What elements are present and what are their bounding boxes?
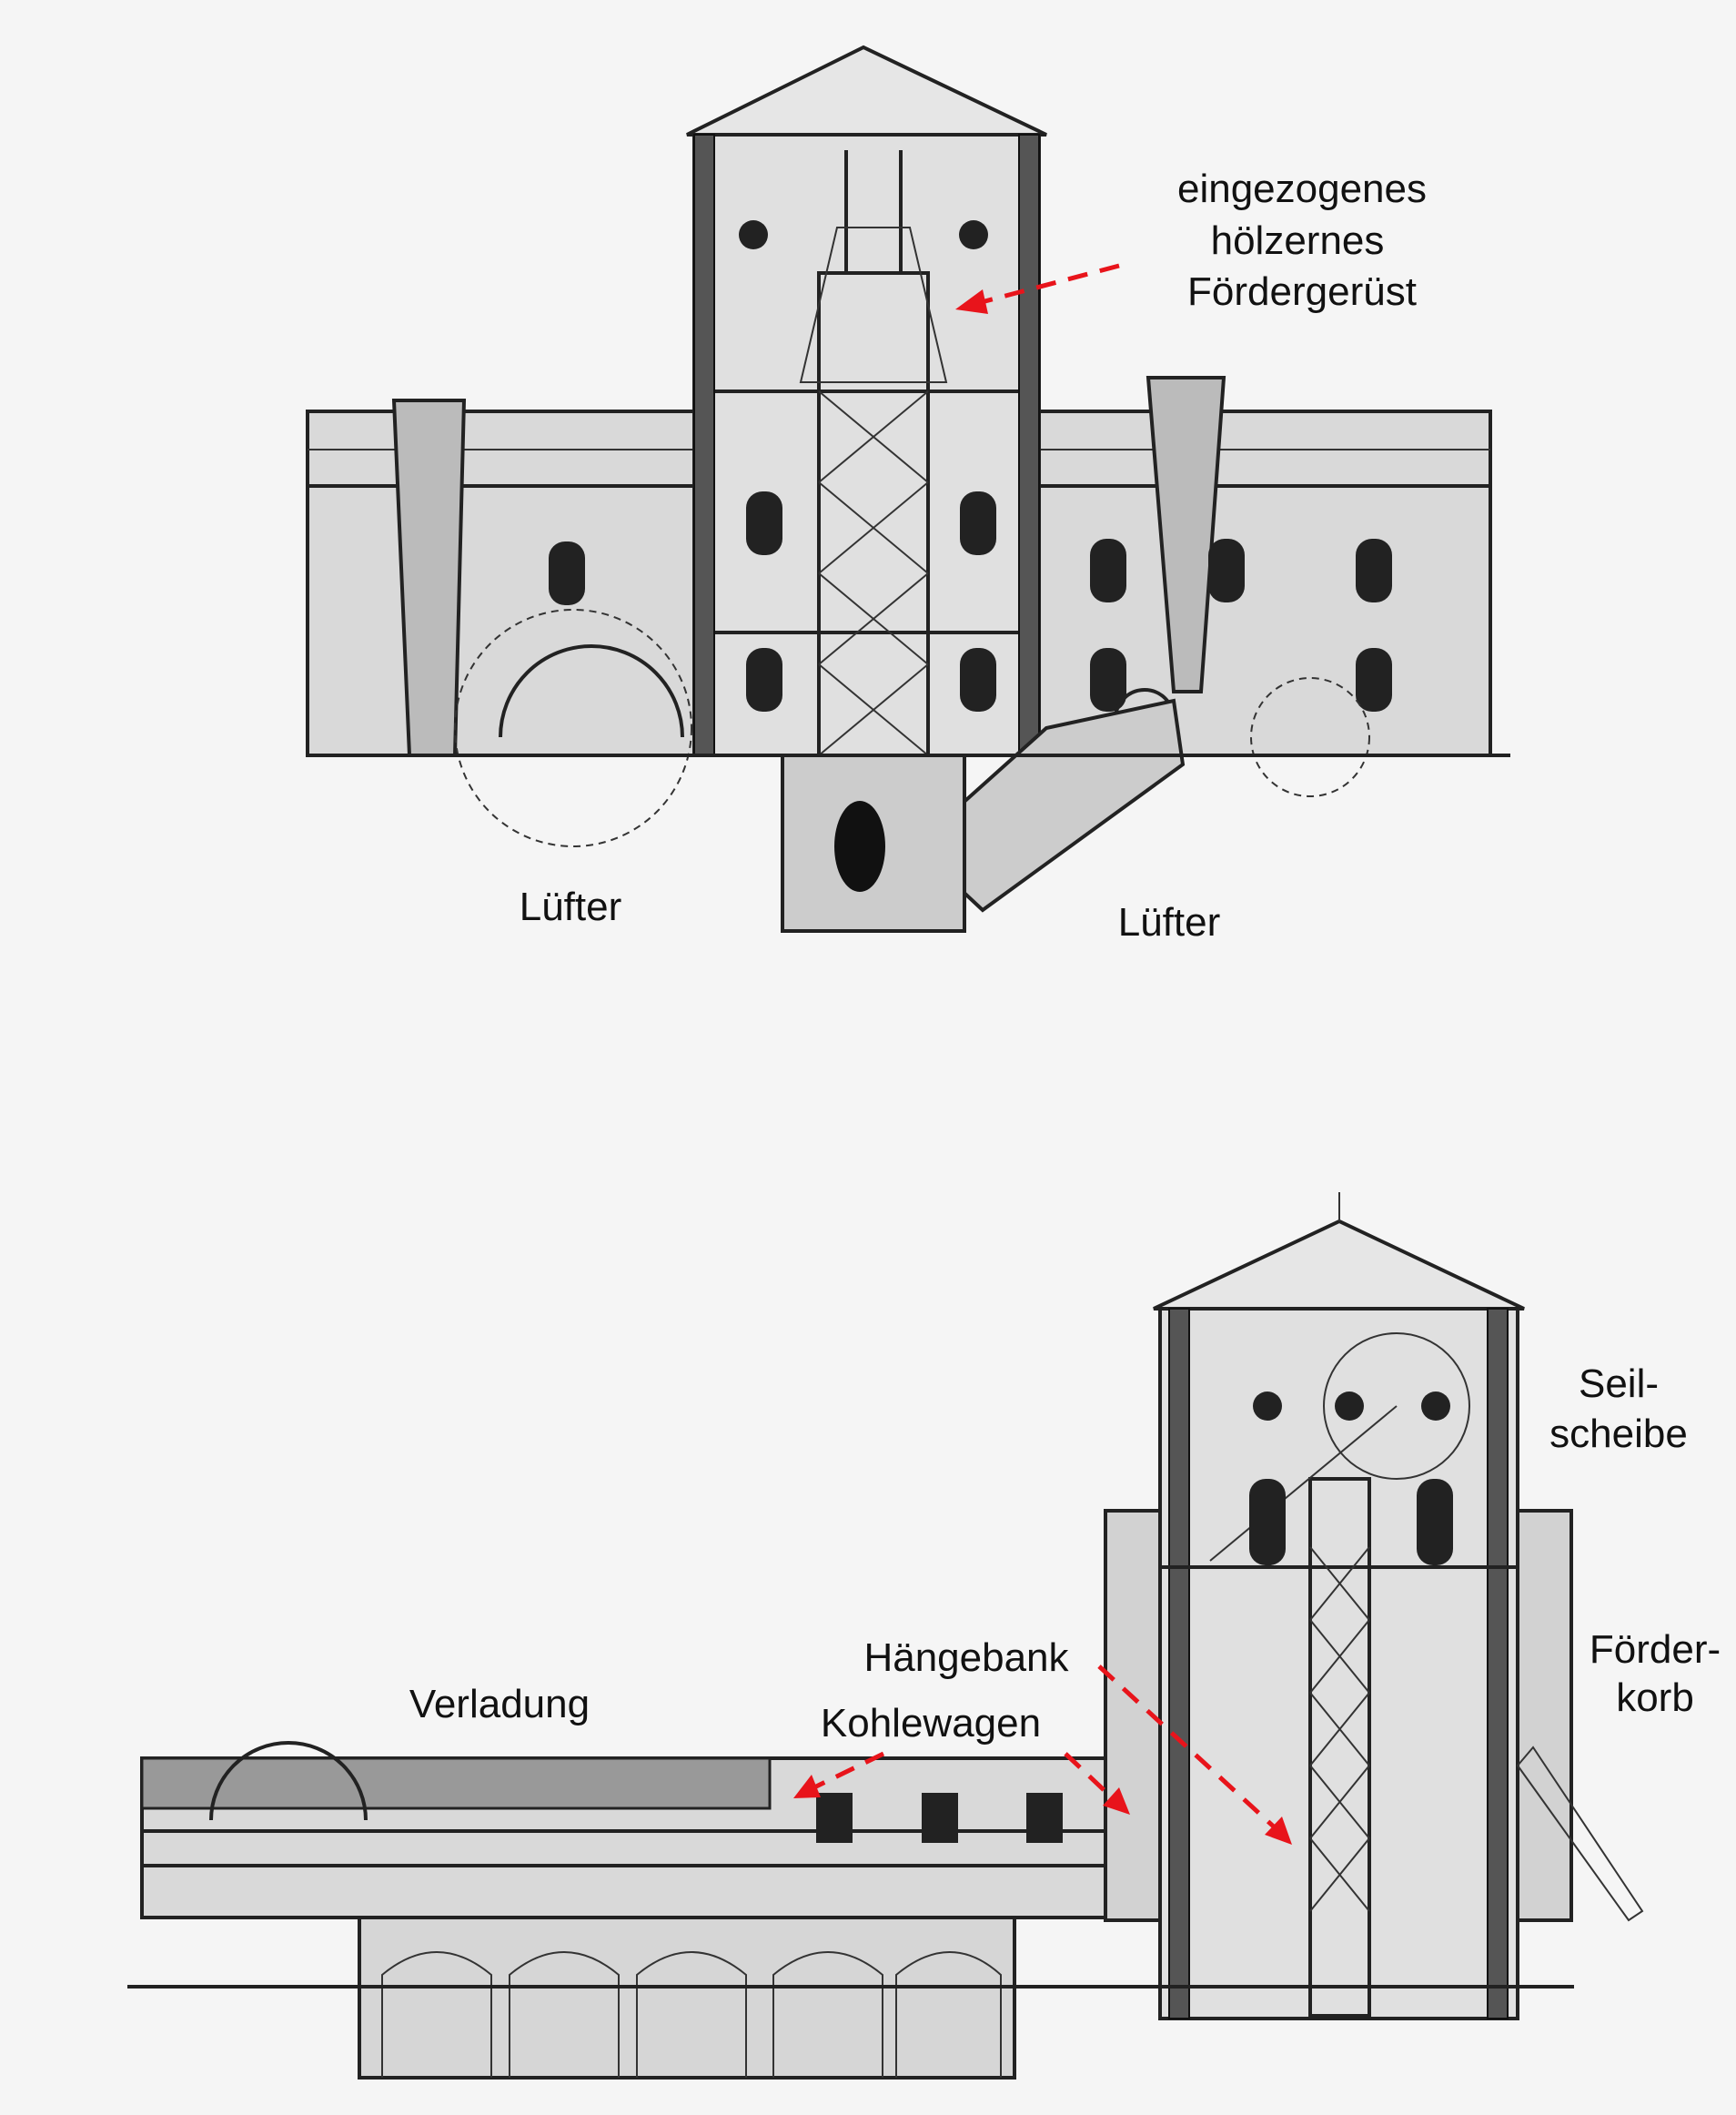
- top-roof: [686, 45, 1047, 137]
- label-headframe-1: eingezogenes: [1177, 167, 1427, 211]
- fan-right: [912, 677, 1370, 913]
- label-sheave-1: Seil-: [1579, 1361, 1659, 1406]
- arrow-hangebank: [1097, 1665, 1292, 1845]
- label-hangebank: Hängebank: [863, 1635, 1069, 1680]
- label-sheave-2: scheibe: [1549, 1412, 1688, 1456]
- wagon-windows: [816, 1793, 1063, 1843]
- label-headframe-2: hölzernes: [1211, 218, 1385, 263]
- sheave-wheel: [1253, 1332, 1470, 1480]
- wooden-headframe: [799, 150, 948, 757]
- label-cage-1: Förder-: [1590, 1627, 1721, 1672]
- label-headframe-3: Fördergerüst: [1187, 269, 1417, 314]
- bottom-tower: [1158, 1307, 1519, 2020]
- bottom-headframe: [1209, 1405, 1398, 2018]
- arrow-kohlewagen-right: [1064, 1752, 1130, 1815]
- label-fan-left: Lüfter: [520, 885, 622, 929]
- top-building: [306, 45, 1510, 933]
- arrow-kohlewagen-left: [793, 1751, 885, 1798]
- label-verladung: Verladung: [409, 1682, 590, 1726]
- top-windows: [549, 491, 1392, 712]
- loading-arches: [381, 1951, 1002, 2078]
- label-cage-2: korb: [1616, 1675, 1694, 1720]
- bottom-building: [127, 1192, 1644, 2080]
- cage-chute: [1516, 1746, 1644, 1922]
- label-kohlewagen: Kohlewagen: [821, 1701, 1041, 1746]
- fan-left: [454, 609, 692, 847]
- label-fan-right: Lüfter: [1118, 900, 1221, 945]
- arrow-headframe: [955, 263, 1120, 314]
- bottom-roof: [1153, 1219, 1525, 1310]
